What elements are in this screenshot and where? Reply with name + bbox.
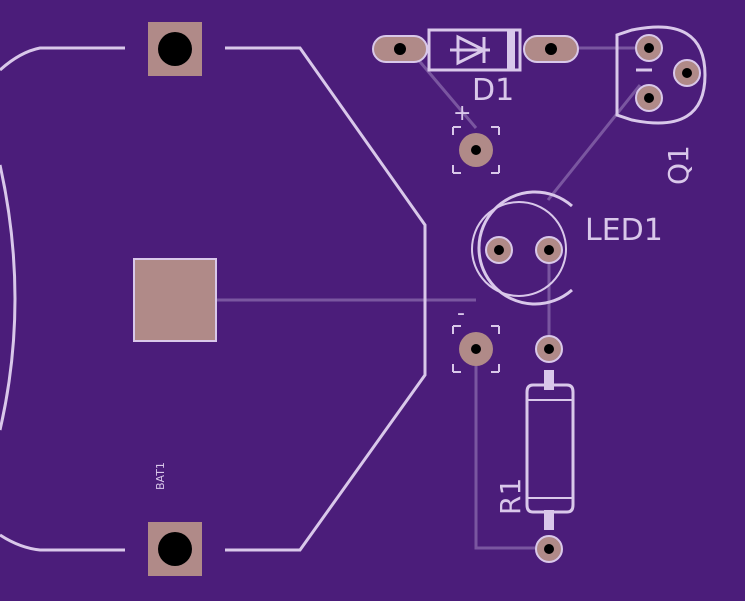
plus-label: + — [453, 101, 471, 126]
battery-center-pad — [133, 258, 217, 342]
battery-bottom-pad — [148, 522, 202, 576]
r1-label: R1 — [494, 478, 527, 515]
battery-holder-outline — [0, 46, 427, 552]
d1-label: D1 — [472, 73, 514, 108]
bat1-label: BAT1 — [154, 462, 167, 490]
trace-minus-to-r1 — [474, 348, 548, 550]
plus-terminal-pad — [452, 126, 500, 174]
trace-d1-to-plus — [408, 49, 478, 129]
resistor-r1 — [525, 335, 575, 563]
led1-label: LED1 — [585, 213, 663, 248]
led-led1 — [471, 190, 573, 306]
minus-terminal-pad — [452, 325, 500, 373]
battery-top-pad — [148, 22, 202, 76]
transistor-q1 — [615, 25, 707, 125]
minus-label: - — [457, 301, 465, 326]
q1-label: Q1 — [662, 145, 695, 185]
diode-d1 — [372, 28, 579, 72]
trace-q1-to-led — [546, 84, 642, 201]
